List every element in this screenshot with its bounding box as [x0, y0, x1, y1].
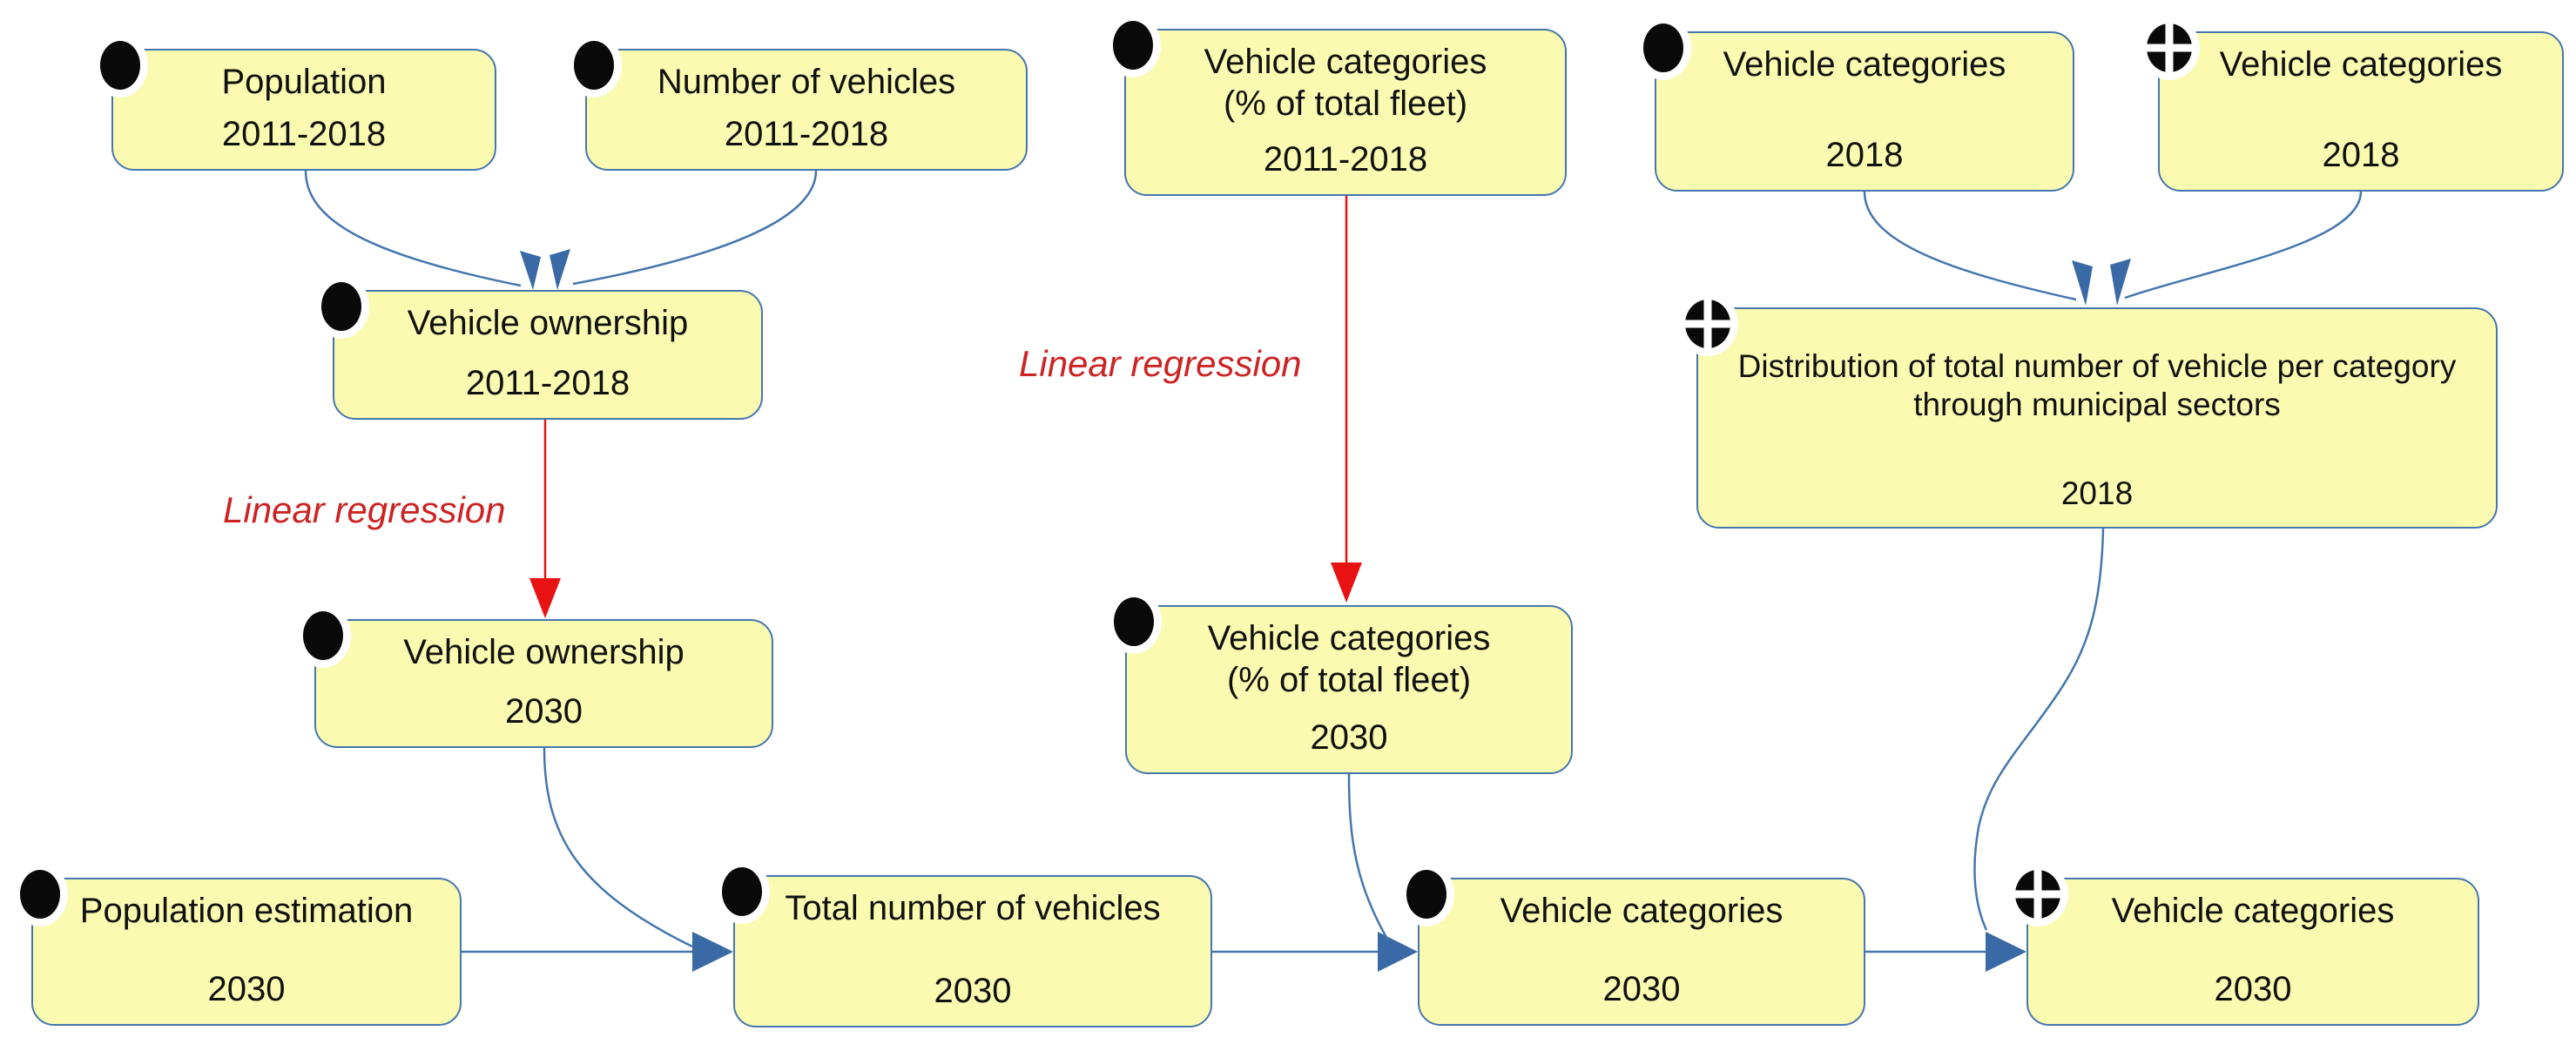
- node-year: 2030: [1310, 718, 1388, 757]
- linear-regression-label-middle: Linear regression: [1019, 343, 1302, 384]
- node-year: 2011-2018: [465, 364, 631, 402]
- node-year: 2030: [934, 972, 1012, 1010]
- node-year: 2011-2018: [724, 115, 889, 153]
- node-title: Vehicle categories: [2219, 45, 2503, 84]
- filled-circle-icon: [314, 274, 369, 339]
- edge-number-of-vehicles-to-vehicle-ownership-2011: [550, 170, 818, 290]
- node-year: 2011-2018: [1263, 140, 1428, 179]
- edge-linear-regression-categories: [1331, 196, 1362, 603]
- node-vehicle-categories-2018-left: Vehicle categories 2018: [1635, 16, 2074, 192]
- filled-circle-icon: [1399, 862, 1454, 926]
- node-number-of-vehicles-2011-2018: Number of vehicles 2011-2018: [566, 33, 1028, 171]
- arrowhead: [520, 251, 541, 290]
- node-title: Number of vehicles: [657, 63, 956, 101]
- node-vehicle-categories-pct-2011-2018: Vehicle categories (% of total fleet) 20…: [1105, 13, 1567, 196]
- node-title: Population estimation: [79, 892, 414, 930]
- crossed-circle-icon: [2007, 862, 2068, 926]
- node-total-number-of-vehicles-2030: Total number of vehicles 2030: [714, 859, 1212, 1027]
- node-title: Distribution of total number of vehicle …: [1737, 348, 2457, 384]
- arrowhead: [1378, 932, 1418, 972]
- node-year: 2030: [505, 692, 583, 731]
- edge-linear-regression-ownership: [529, 420, 561, 618]
- node-subtitle: (% of total fleet): [1226, 661, 1472, 699]
- arrowhead: [692, 932, 733, 972]
- filled-circle-icon: [714, 859, 770, 924]
- node-population-2011-2018: Population 2011-2018: [92, 33, 496, 171]
- node-year: 2018: [2060, 475, 2134, 511]
- arrowhead: [1986, 932, 2026, 972]
- node-distribution-2018: Distribution of total number of vehicle …: [1677, 292, 2498, 529]
- node-title: Population: [221, 63, 387, 101]
- arrowhead: [2110, 259, 2131, 306]
- node-vehicle-categories-2018-right: Vehicle categories 2018: [2139, 16, 2564, 192]
- node-vehicle-ownership-2011-2018: Vehicle ownership 2011-2018: [314, 274, 763, 420]
- node-title: Vehicle categories: [1723, 45, 2006, 84]
- node-year: 2030: [2214, 970, 2292, 1008]
- edge-pct-2030-to-vehicle-categories-2030: [1347, 773, 1390, 941]
- node-title: Vehicle categories: [1207, 619, 1491, 657]
- node-year: 2018: [2322, 136, 2400, 174]
- edge-distribution-to-vehicle-categories-2030-right: [1973, 528, 2105, 931]
- crossed-circle-icon: [2139, 16, 2200, 80]
- edge-population-estimation-to-total-vehicles: [462, 932, 733, 972]
- filled-circle-icon: [1635, 16, 1691, 80]
- filled-circle-icon: [566, 33, 622, 98]
- node-title: Vehicle categories: [1500, 892, 1784, 930]
- edge-population-to-vehicle-ownership-2011: [304, 170, 541, 290]
- node-title: Total number of vehicles: [785, 889, 1161, 927]
- edge-total-vehicles-to-vehicle-categories-2030: [1212, 932, 1418, 972]
- node-vehicle-categories-2030-mid: Vehicle categories 2030: [1399, 862, 1865, 1026]
- node-year: 2030: [207, 970, 286, 1008]
- node-subtitle: through municipal sectors: [1913, 387, 2281, 423]
- filled-circle-icon: [1105, 13, 1161, 77]
- node-title: Vehicle categories: [2111, 892, 2395, 930]
- arrowhead: [550, 249, 570, 290]
- node-subtitle: (% of total fleet): [1223, 84, 1468, 123]
- filled-circle-icon: [12, 862, 68, 926]
- node-population-estimation-2030: Population estimation 2030: [12, 862, 462, 1026]
- node-year: 2011-2018: [221, 115, 387, 153]
- node-title: Vehicle categories: [1204, 43, 1487, 81]
- node-vehicle-categories-2030-right: Vehicle categories 2030: [2007, 862, 2479, 1026]
- edge-categories-2030-to-categories-2030-right: [1865, 932, 2026, 972]
- filled-circle-icon: [1106, 590, 1162, 654]
- node-title: Vehicle ownership: [407, 304, 689, 342]
- arrowhead: [1331, 563, 1362, 603]
- node-vehicle-ownership-2030: Vehicle ownership 2030: [295, 603, 773, 748]
- edge-categories-2018-left-to-distribution: [1863, 191, 2093, 306]
- filled-circle-icon: [92, 33, 148, 98]
- node-year: 2030: [1602, 970, 1681, 1008]
- arrowhead: [529, 578, 561, 618]
- arrowhead: [2072, 260, 2093, 306]
- node-title: Vehicle ownership: [403, 633, 684, 671]
- filled-circle-icon: [295, 603, 351, 668]
- edge-vehicle-ownership-2030-to-total-vehicles: [543, 747, 693, 948]
- crossed-circle-icon: [1677, 292, 1738, 356]
- node-year: 2018: [1825, 136, 1904, 174]
- linear-regression-label-left: Linear regression: [223, 489, 506, 530]
- node-vehicle-categories-pct-2030: Vehicle categories (% of total fleet) 20…: [1106, 590, 1573, 774]
- edge-categories-2018-right-to-distribution: [2110, 191, 2363, 306]
